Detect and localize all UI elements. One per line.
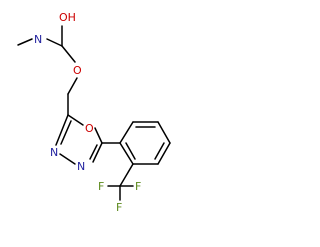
bond-ph-inner-c (125, 142, 136, 160)
atom-label-carbamate-oh: OH (59, 11, 76, 24)
atom-label-ring-n4: N (77, 160, 85, 173)
atom-labels: N OH O O N N F F F (34, 11, 141, 214)
bond-methyl-n (17, 38, 33, 46)
bond-lines (17, 25, 171, 201)
bond-ph-cf3 (119, 163, 134, 187)
bond-c5-n4-double (89, 144, 98, 160)
atom-label-f-left: F (98, 180, 104, 193)
bond-n4-n3 (59, 153, 76, 165)
bond-ph-4-5 (157, 142, 171, 165)
atom-label-f-right: F (135, 180, 141, 193)
bond-n-carbonyl (46, 38, 63, 47)
bond-n3-c2 (55, 114, 69, 146)
molecule-structure: N OH O O N N F F F (17, 11, 171, 214)
bond-c2-ring-o (67, 114, 84, 126)
bond-ester-o-ch2 (67, 77, 78, 95)
bond-ph-inner-b (154, 142, 165, 160)
bond-ring-o-c5 (94, 127, 103, 144)
atom-label-ester-o: O (73, 64, 82, 77)
bond-ph-3-4 (157, 121, 171, 144)
bond-ph-1-2 (119, 121, 134, 144)
atom-label-carbamate-n: N (34, 33, 42, 46)
bond-ph-6-1 (119, 142, 134, 165)
bond-carbonyl-ester-o (61, 45, 76, 63)
atom-label-f-top: F (116, 201, 122, 214)
atom-label-ring-n3: N (50, 146, 58, 159)
atom-label-ring-o: O (85, 122, 94, 135)
bond-c5-n4 (92, 142, 103, 163)
bond-n3-c2-double (60, 120, 72, 145)
